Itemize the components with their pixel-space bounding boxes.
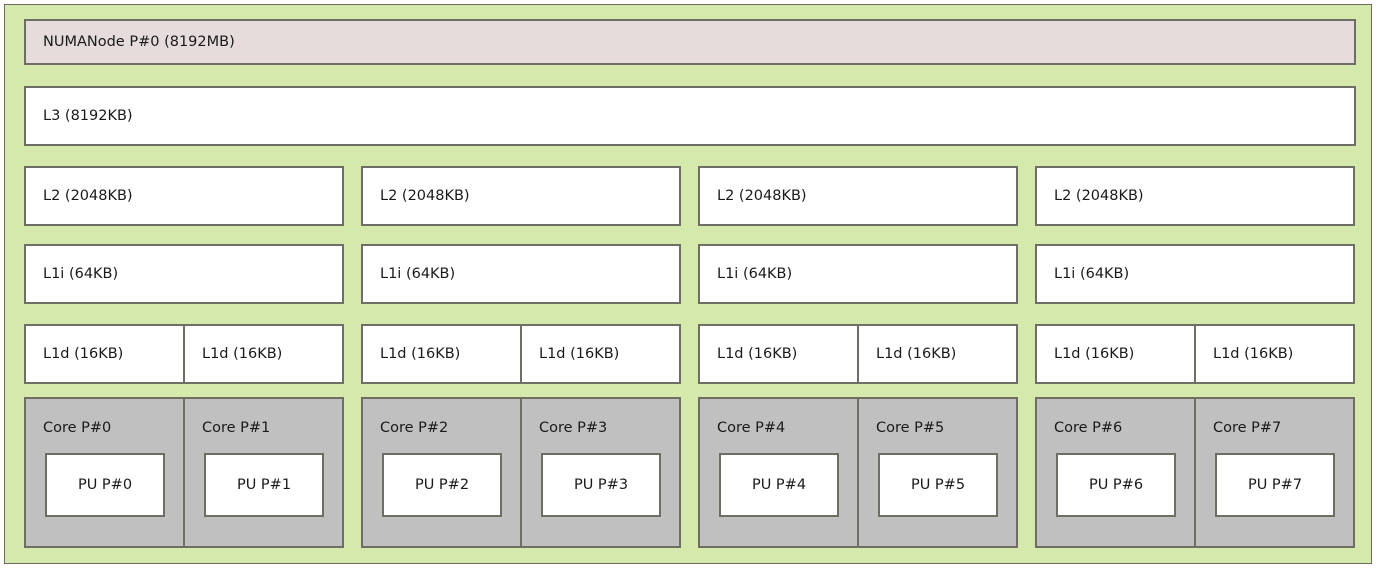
l2-cache-box-3[interactable]: L2 (2048KB): [1035, 166, 1355, 226]
pu-box[interactable]: PU P#0: [45, 453, 165, 517]
l1d-cache-box-2-0[interactable]: L1d (16KB): [698, 324, 859, 384]
l2-cache-box-1[interactable]: L2 (2048KB): [361, 166, 681, 226]
core-box-7[interactable]: Core P#7 PU P#7: [1194, 397, 1355, 548]
l2-cache-box-0[interactable]: L2 (2048KB): [24, 166, 344, 226]
pu-label: PU P#4: [751, 476, 807, 493]
pu-box[interactable]: PU P#5: [878, 453, 998, 517]
pu-box[interactable]: PU P#6: [1056, 453, 1176, 517]
core-label: Core P#0: [43, 420, 112, 436]
l1i-cache-label: L1i (64KB): [43, 265, 119, 282]
core-label: Core P#4: [717, 420, 786, 436]
l1d-cache-box-1-1[interactable]: L1d (16KB): [520, 324, 681, 384]
l1i-cache-box-3[interactable]: L1i (64KB): [1035, 244, 1355, 304]
numanode-box[interactable]: NUMANode P#0 (8192MB): [24, 19, 1356, 65]
l3-cache-box[interactable]: L3 (8192KB): [24, 86, 1356, 146]
core-box-4[interactable]: Core P#4 PU P#4: [698, 397, 859, 548]
core-label: Core P#5: [876, 420, 945, 436]
machine-container: NUMANode P#0 (8192MB) L3 (8192KB) L2 (20…: [4, 4, 1372, 564]
core-label: Core P#7: [1213, 420, 1282, 436]
l1d-cache-box-3-1[interactable]: L1d (16KB): [1194, 324, 1355, 384]
l1i-cache-box-2[interactable]: L1i (64KB): [698, 244, 1018, 304]
core-box-6[interactable]: Core P#6 PU P#6: [1035, 397, 1196, 548]
core-box-5[interactable]: Core P#5 PU P#5: [857, 397, 1018, 548]
numanode-label: NUMANode P#0 (8192MB): [43, 33, 235, 50]
l1d-cache-label: L1d (16KB): [717, 345, 798, 362]
core-box-3[interactable]: Core P#3 PU P#3: [520, 397, 681, 548]
core-label: Core P#1: [202, 420, 271, 436]
l1d-cache-label: L1d (16KB): [1213, 345, 1294, 362]
pu-box[interactable]: PU P#7: [1215, 453, 1335, 517]
l2-cache-label: L2 (2048KB): [1054, 187, 1144, 204]
l1d-cache-box-1-0[interactable]: L1d (16KB): [361, 324, 522, 384]
core-label: Core P#3: [539, 420, 608, 436]
l2-cache-label: L2 (2048KB): [43, 187, 133, 204]
l1i-cache-box-0[interactable]: L1i (64KB): [24, 244, 344, 304]
l2-cache-label: L2 (2048KB): [717, 187, 807, 204]
l1i-cache-box-1[interactable]: L1i (64KB): [361, 244, 681, 304]
l1i-cache-label: L1i (64KB): [1054, 265, 1130, 282]
pu-label: PU P#3: [573, 476, 629, 493]
core-box-1[interactable]: Core P#1 PU P#1: [183, 397, 344, 548]
pu-label: PU P#1: [236, 476, 292, 493]
pu-label: PU P#2: [414, 476, 470, 493]
l2-cache-label: L2 (2048KB): [380, 187, 470, 204]
pu-box[interactable]: PU P#2: [382, 453, 502, 517]
l1d-cache-label: L1d (16KB): [202, 345, 283, 362]
pu-label: PU P#6: [1088, 476, 1144, 493]
pu-box[interactable]: PU P#3: [541, 453, 661, 517]
l1d-cache-label: L1d (16KB): [539, 345, 620, 362]
pu-label: PU P#5: [910, 476, 966, 493]
core-label: Core P#6: [1054, 420, 1123, 436]
l1d-cache-label: L1d (16KB): [380, 345, 461, 362]
l1d-cache-label: L1d (16KB): [43, 345, 124, 362]
l1i-cache-label: L1i (64KB): [717, 265, 793, 282]
pu-box[interactable]: PU P#1: [204, 453, 324, 517]
l1d-cache-box-0-1[interactable]: L1d (16KB): [183, 324, 344, 384]
l1i-cache-label: L1i (64KB): [380, 265, 456, 282]
l1d-cache-label: L1d (16KB): [876, 345, 957, 362]
core-box-0[interactable]: Core P#0 PU P#0: [24, 397, 185, 548]
l2-cache-box-2[interactable]: L2 (2048KB): [698, 166, 1018, 226]
l1d-cache-box-3-0[interactable]: L1d (16KB): [1035, 324, 1196, 384]
l1d-cache-label: L1d (16KB): [1054, 345, 1135, 362]
l1d-cache-box-0-0[interactable]: L1d (16KB): [24, 324, 185, 384]
l1d-cache-box-2-1[interactable]: L1d (16KB): [857, 324, 1018, 384]
core-box-2[interactable]: Core P#2 PU P#2: [361, 397, 522, 548]
core-label: Core P#2: [380, 420, 449, 436]
pu-label: PU P#0: [77, 476, 133, 493]
l3-cache-label: L3 (8192KB): [43, 107, 133, 124]
pu-label: PU P#7: [1247, 476, 1303, 493]
pu-box[interactable]: PU P#4: [719, 453, 839, 517]
